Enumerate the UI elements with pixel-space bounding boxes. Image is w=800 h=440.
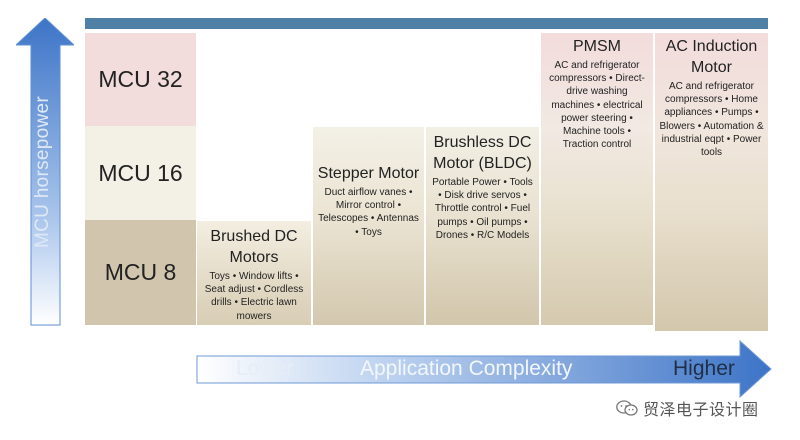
mcu-16-cell: MCU 16 bbox=[85, 126, 196, 220]
pmsm-column: PMSM AC and refrigerator compressors • D… bbox=[541, 33, 653, 325]
ac-induction-column: AC Induction Motor AC and refrigerator c… bbox=[655, 33, 768, 331]
wechat-icon bbox=[616, 400, 638, 416]
vertical-axis-label: MCU horsepower bbox=[32, 95, 53, 249]
ac-induction-desc: AC and refrigerator compressors • Home a… bbox=[659, 81, 764, 159]
mcu-32-cell: MCU 32 bbox=[85, 33, 196, 126]
stepper-desc: Duct airflow vanes • Mirror control • Te… bbox=[318, 187, 419, 238]
stepper-column: Stepper Motor Duct airflow vanes • Mirro… bbox=[313, 127, 424, 325]
brushed-dc-desc: Toys • Window lifts • Seat adjust • Cord… bbox=[204, 271, 304, 322]
horizontal-arrow bbox=[196, 340, 772, 398]
watermark-text: 贸泽电子设计圈 bbox=[643, 402, 759, 419]
complexity-lower-label: Lower bbox=[236, 357, 294, 380]
brushed-dc-column: Brushed DC Motors Toys • Window lifts • … bbox=[197, 221, 311, 325]
stepper-title: Stepper Motor bbox=[317, 165, 420, 182]
pmsm-desc: AC and refrigerator compressors • Direct… bbox=[549, 60, 645, 151]
mcu-32-label: MCU 32 bbox=[98, 66, 183, 92]
complexity-axis-label: Application Complexity bbox=[360, 357, 573, 380]
bldc-desc: Portable Power • Tools • Disk drive serv… bbox=[432, 177, 533, 241]
bldc-title: Brushless DC Motor (BLDC) bbox=[433, 134, 532, 172]
complexity-higher-label: Higher bbox=[673, 357, 735, 380]
ac-induction-title: AC Induction Motor bbox=[665, 38, 758, 76]
bldc-column: Brushless DC Motor (BLDC) Portable Power… bbox=[426, 127, 539, 325]
watermark: 贸泽电子设计圈 bbox=[616, 396, 759, 420]
mcu-8-cell: MCU 8 bbox=[85, 220, 196, 325]
brushed-dc-title: Brushed DC Motors bbox=[210, 228, 298, 266]
vertical-arrow bbox=[16, 18, 74, 326]
mcu-8-label: MCU 8 bbox=[104, 259, 177, 285]
mcu-16-label: MCU 16 bbox=[98, 159, 183, 186]
top-bar bbox=[85, 18, 768, 29]
pmsm-title: PMSM bbox=[573, 38, 621, 55]
